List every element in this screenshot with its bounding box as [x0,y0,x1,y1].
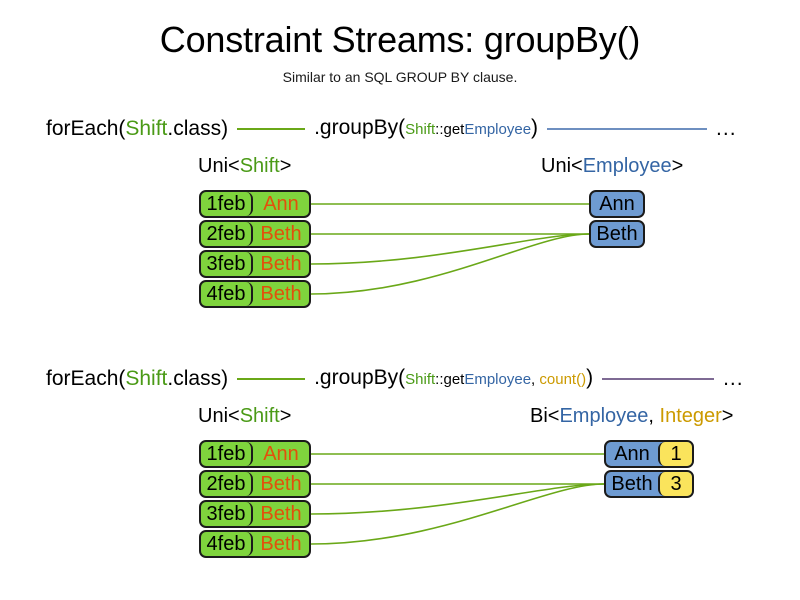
groupby-expression: .groupBy(Shift::getEmployee, count()) [314,366,594,389]
shift-employee: Beth [260,503,302,525]
pipeline-groupby-count: forEach(Shift.class) .groupBy(Shift::get… [46,366,744,392]
employee-count-facts-2: Ann 1 Beth 3 [604,440,694,500]
shift-facts-1: 1feb Ann 2feb Beth 3feb Beth 4feb Beth [199,190,311,310]
shift-date: 1feb [201,442,253,466]
shift-row[interactable]: 1feb Ann [199,440,311,468]
pipeline-tail: ... [723,367,744,390]
employee-name: Ann [614,443,650,465]
type-label-right-2: Bi<Employee, Integer> [530,405,734,427]
employee-count: 1 [658,442,692,466]
employee-name: Ann [599,193,635,215]
shift-date: 2feb [201,472,253,496]
connector-foreach-to-groupby [237,378,306,380]
employee-row[interactable]: Ann [589,190,645,218]
shift-row[interactable]: 4feb Beth [199,280,311,308]
fact-link [310,233,590,295]
fact-link [310,233,590,265]
shift-row[interactable]: 4feb Beth [199,530,311,558]
shift-date: 4feb [201,282,253,306]
shift-date: 3feb [201,252,253,276]
employee-count-row[interactable]: Beth 3 [604,470,694,498]
shift-employee: Ann [263,443,299,465]
shift-employee: Beth [260,223,302,245]
employee-facts-1: Ann Beth [589,190,645,250]
fact-link [310,483,605,515]
shift-row[interactable]: 3feb Beth [199,250,311,278]
shift-row[interactable]: 1feb Ann [199,190,311,218]
connector-groupby-to-tail [547,128,708,130]
shift-row[interactable]: 3feb Beth [199,500,311,528]
shift-row[interactable]: 2feb Beth [199,470,311,498]
connector-foreach-to-groupby [237,128,306,130]
shift-employee: Beth [260,473,302,495]
shift-employee: Beth [260,533,302,555]
shift-date: 4feb [201,532,253,556]
foreach-expression: forEach(Shift.class) [46,367,229,390]
employee-name: Beth [596,223,638,245]
employee-count-row[interactable]: Ann 1 [604,440,694,468]
groupby-expression: .groupBy(Shift::getEmployee) [314,116,539,139]
shift-date: 1feb [201,192,253,216]
shift-employee: Ann [263,193,299,215]
shift-facts-2: 1feb Ann 2feb Beth 3feb Beth 4feb Beth [199,440,311,560]
type-label-left-1: Uni<Shift> [198,155,292,177]
pipeline-tail: ... [716,117,737,140]
type-label-left-2: Uni<Shift> [198,405,292,427]
page-subtitle: Similar to an SQL GROUP BY clause. [282,69,518,85]
connector-groupby-to-tail [602,378,715,380]
employee-name: Beth [611,473,653,495]
shift-employee: Beth [260,283,302,305]
fact-link [310,483,605,545]
page-title: Constraint Streams: groupBy() [159,19,641,60]
shift-row[interactable]: 2feb Beth [199,220,311,248]
shift-date: 3feb [201,502,253,526]
pipeline-groupby-single: forEach(Shift.class) .groupBy(Shift::get… [46,116,737,142]
shift-employee: Beth [260,253,302,275]
employee-count: 3 [658,472,692,496]
shift-date: 2feb [201,222,253,246]
employee-row[interactable]: Beth [589,220,645,248]
type-label-right-1: Uni<Employee> [541,155,684,177]
foreach-expression: forEach(Shift.class) [46,117,229,140]
